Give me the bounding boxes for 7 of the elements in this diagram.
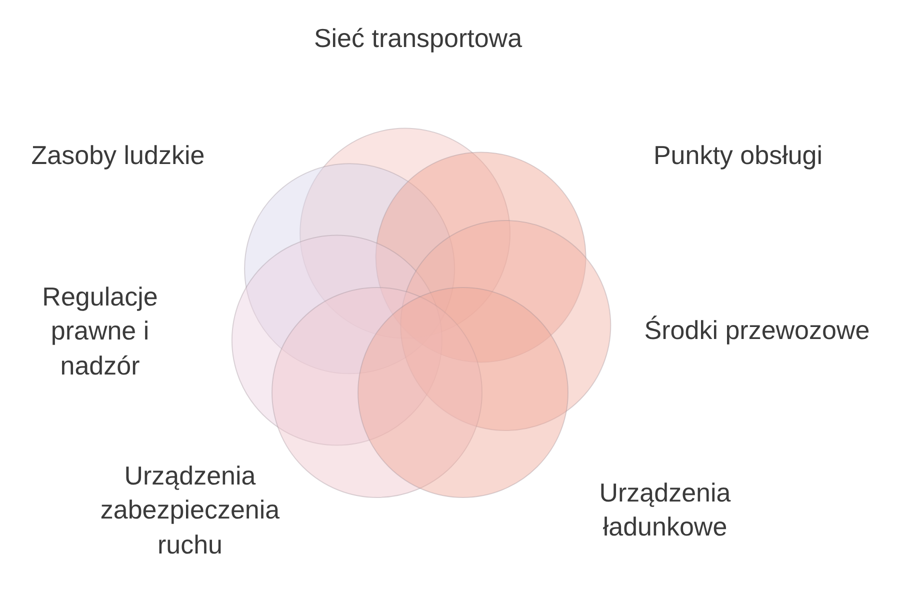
- circle-label: Sieć transportowa: [288, 20, 548, 56]
- circle-label: Urządzenia zabezpieczenia ruchu: [85, 458, 295, 562]
- circle-label: Punkty obsługi: [623, 138, 853, 172]
- circle-label: Środki przewozowe: [612, 312, 902, 348]
- circle-label: Zasoby ludzkie: [3, 138, 233, 172]
- circle-label: Urządzenia ładunkowe: [585, 476, 745, 544]
- circle-label: Regulacje prawne i nadzór: [25, 280, 175, 382]
